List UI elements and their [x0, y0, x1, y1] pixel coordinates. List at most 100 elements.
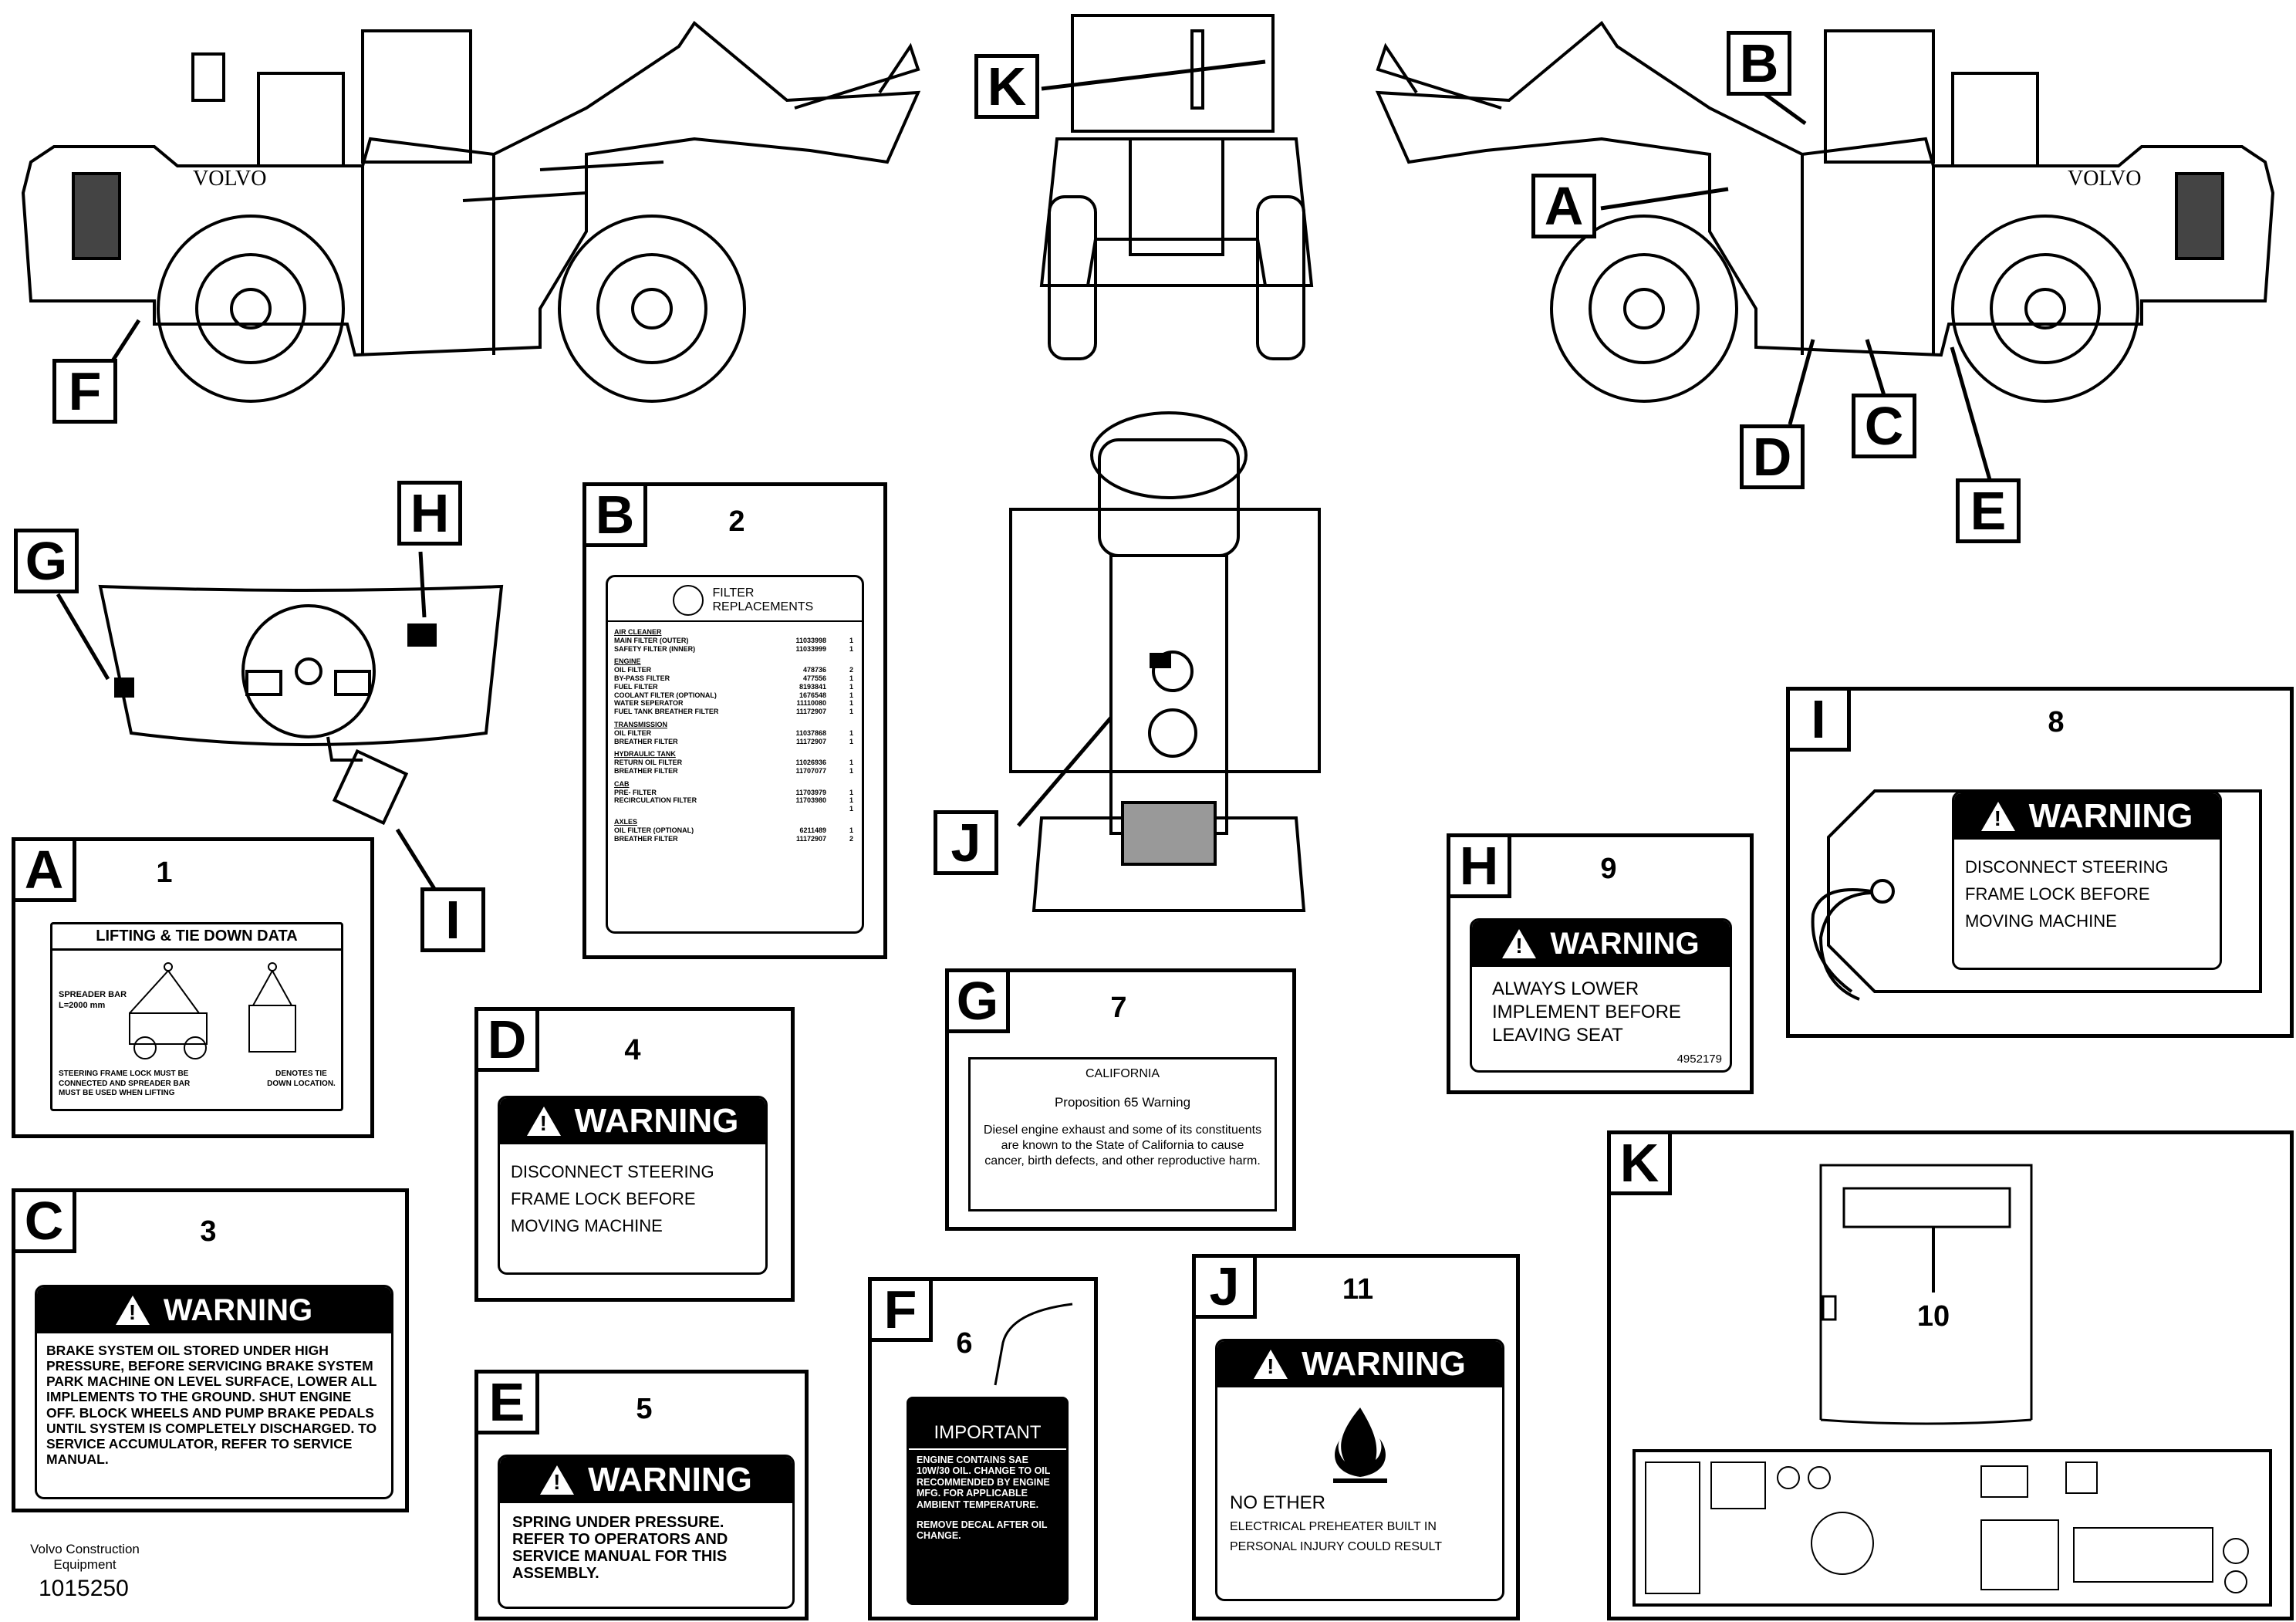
filter-name: PRE- FILTER	[614, 788, 657, 796]
spring-warning-text: SPRING UNDER PRESSURE. REFER TO OPERATOR…	[512, 1514, 728, 1582]
panel-e: E 5 WARNING SPRING UNDER PRESSURE. REFER…	[474, 1370, 809, 1620]
filter-part-number: 11172907	[795, 708, 826, 716]
panel-a-letter: A	[12, 837, 76, 902]
warning-triangle-icon	[1254, 1350, 1288, 1379]
filter-qty: 2	[849, 666, 853, 674]
callout-d: D	[1740, 424, 1805, 489]
important-text: ENGINE CONTAINS SAE 10W/30 OIL. CHANGE T…	[917, 1455, 1051, 1510]
filter-part-number: 11037868	[795, 728, 826, 737]
callout-h: H	[397, 481, 462, 546]
filter-part-number: 11026936	[795, 759, 826, 767]
filter-qty: 1	[849, 699, 853, 708]
filter-part-number: 11707077	[795, 766, 826, 775]
right-side-view	[1375, 21, 2275, 403]
left-side-view	[21, 21, 921, 403]
callout-a: A	[1531, 174, 1596, 238]
warning-triangle-icon	[115, 1296, 150, 1325]
filter-section-heading: AXLES	[614, 817, 638, 826]
panel-g: G 7 CALIFORNIA Proposition 65 Warning Di…	[945, 968, 1296, 1231]
spreader-label: SPREADER BAR	[59, 990, 127, 999]
filter-section-heading: HYDRAULIC TANK	[614, 750, 676, 759]
decal-number-9: 9	[1600, 853, 1617, 885]
filter-name: OIL FILTER (OPTIONAL)	[614, 826, 694, 834]
decal-number-2: 2	[728, 505, 745, 538]
warning-triangle-icon	[526, 1107, 561, 1136]
filter-name: MAIN FILTER (OUTER)	[614, 636, 689, 644]
panel-h-letter: H	[1447, 833, 1511, 898]
filter-part-number: 1676548	[799, 691, 826, 699]
filter-qty: 1	[849, 644, 853, 653]
callout-g: G	[14, 529, 79, 593]
no-ether-text: NO ETHER	[1230, 1492, 1326, 1513]
filter-decal-title: FILTER REPLACEMENTS	[712, 586, 814, 613]
filter-name: SAFETY FILTER (INNER)	[614, 644, 696, 653]
callout-k: K	[974, 54, 1039, 119]
lifting-decal-title: LIFTING & TIE DOWN DATA	[52, 924, 341, 951]
decal-number-8: 8	[2048, 706, 2065, 738]
filter-section-heading: ENGINE	[614, 657, 641, 666]
panel-e-letter: E	[474, 1370, 539, 1434]
filter-part-number: 11172907	[795, 834, 826, 843]
filter-section-heading: TRANSMISSION	[614, 720, 668, 728]
warning-bar: WARNING	[1954, 793, 2220, 840]
filter-name: BREATHER FILTER	[614, 737, 678, 745]
filter-qty: 1	[849, 674, 853, 682]
panel-k: K 10	[1607, 1130, 2294, 1620]
filter-name: WATER SEPERATOR	[614, 699, 684, 708]
filter-section-heading: AIR CLEANER	[614, 628, 662, 636]
brand-text-right: VOLVO	[2068, 167, 2141, 191]
panel-j: J 11 WARNING NO ETHER ELECTRICAL PREHEAT…	[1192, 1254, 1520, 1620]
tag-wire	[994, 1303, 1073, 1386]
filter-part-number: 11172907	[795, 737, 826, 745]
warning-triangle-icon	[540, 1465, 575, 1495]
decal-number-6: 6	[956, 1327, 973, 1360]
callout-i: I	[420, 887, 485, 952]
filter-qty: 1	[849, 636, 853, 644]
panel-b-letter: B	[582, 482, 647, 547]
filter-qty: 2	[849, 834, 853, 843]
decal-number-3: 3	[200, 1215, 217, 1248]
callout-e: E	[1956, 478, 2021, 543]
filter-qty: 1	[849, 691, 853, 699]
front-view	[1039, 14, 1314, 360]
filter-icon	[672, 585, 704, 616]
filter-qty: 1	[849, 708, 853, 716]
tag-outline	[1811, 789, 2262, 1001]
filter-part-number: 478736	[802, 666, 826, 674]
filter-section-heading: CAB	[614, 779, 630, 788]
filter-name: BY-PASS FILTER	[614, 674, 670, 682]
filter-part-number: 8193841	[799, 682, 826, 691]
filter-name: BREATHER FILTER	[614, 766, 678, 775]
leader-lines	[56, 59, 1993, 893]
decal-part-code: 4952179	[1676, 1053, 1722, 1066]
filter-name: FUEL FILTER	[614, 682, 658, 691]
drawing-number: 1015250	[39, 1576, 129, 1601]
callout-c: C	[1852, 394, 1916, 458]
filter-part-number: 477556	[802, 674, 826, 682]
brake-warning-text: BRAKE SYSTEM OIL STORED UNDER HIGH PRESS…	[46, 1343, 377, 1467]
decal-number-4: 4	[624, 1034, 641, 1066]
injury-text: PERSONAL INJURY COULD RESULT	[1230, 1540, 1443, 1553]
panel-c: C 3 WARNING BRAKE SYSTEM OIL STORED UNDE…	[12, 1188, 409, 1512]
warning-bar: WARNING	[500, 1098, 765, 1144]
tiedown-note: DENOTES TIE DOWN LOCATION.	[267, 1070, 336, 1088]
no-ether-decal: WARNING NO ETHER ELECTRICAL PREHEATER BU…	[1215, 1339, 1504, 1601]
panel-f-letter: F	[868, 1277, 933, 1342]
warning-triangle-icon	[1502, 929, 1537, 958]
brand-text-left: VOLVO	[193, 167, 266, 191]
